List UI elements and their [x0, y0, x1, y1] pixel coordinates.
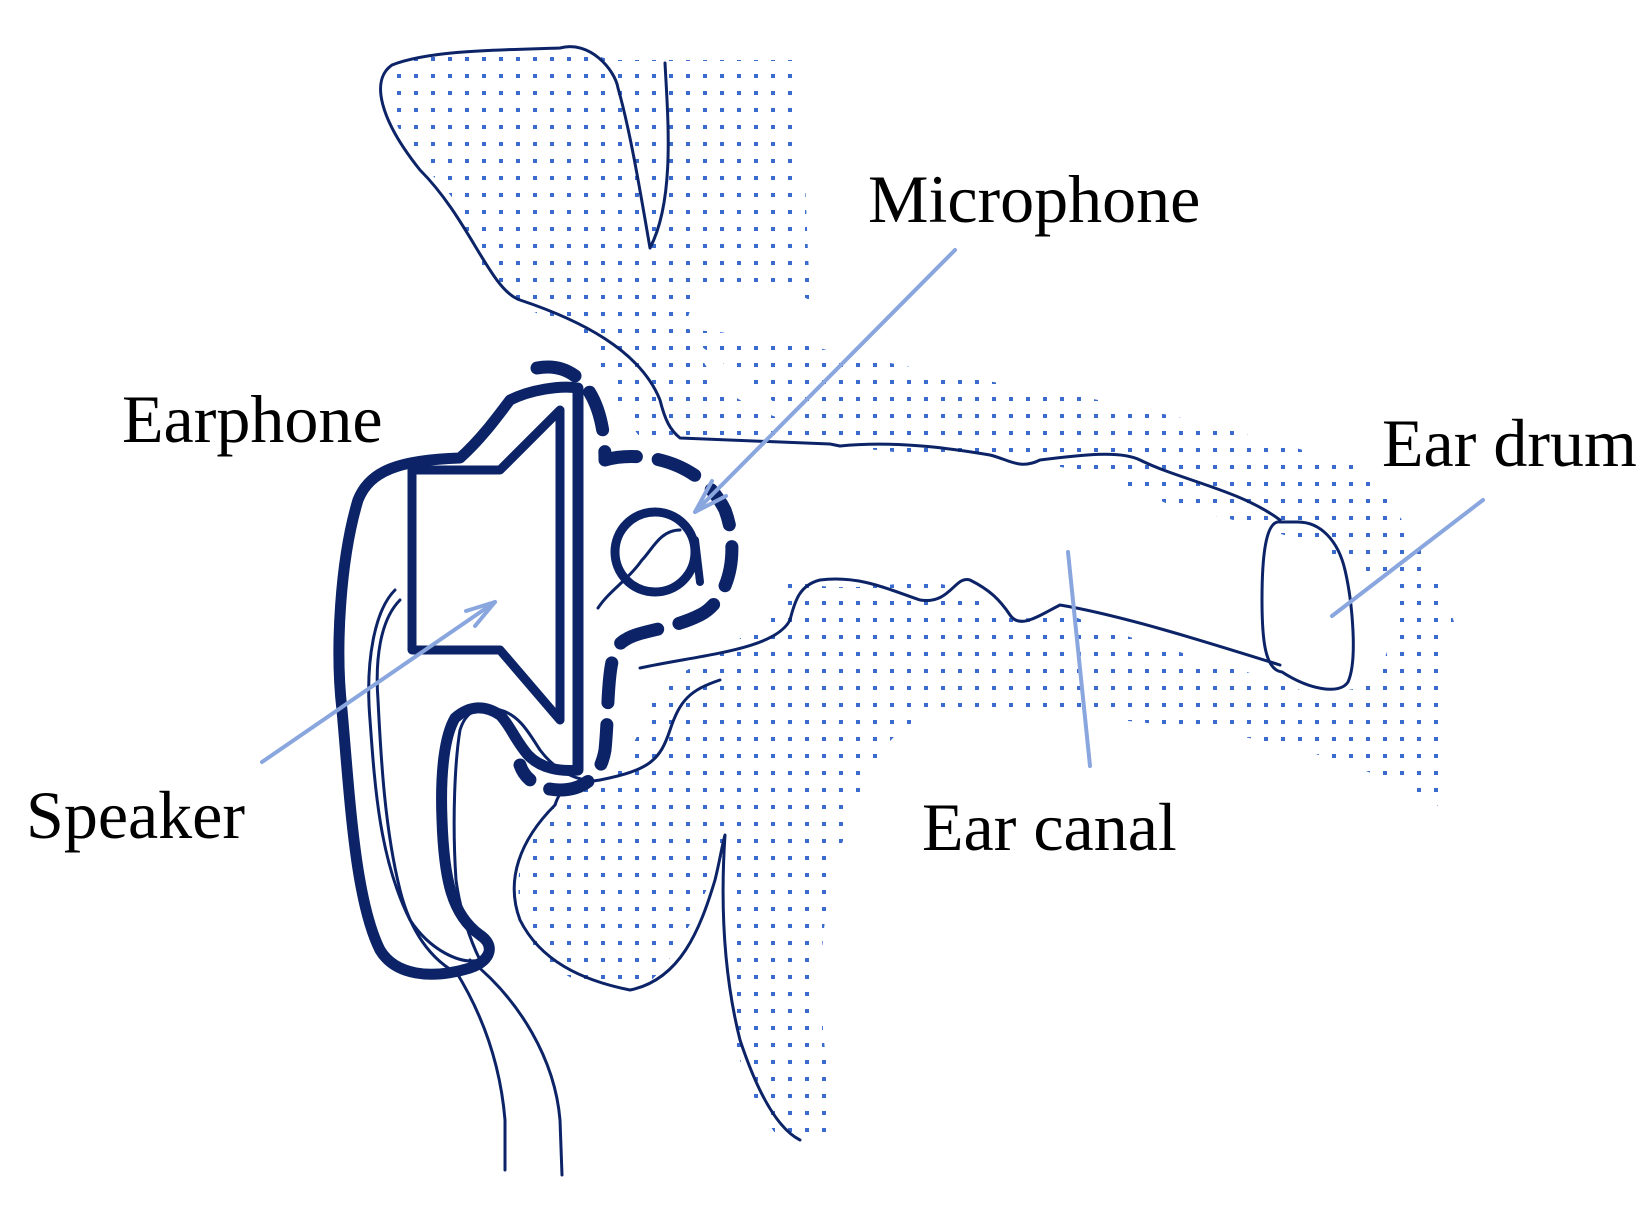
cable-outline-b	[468, 958, 564, 1177]
pointers	[260, 248, 1485, 768]
ear-drum-label: Ear drum	[1382, 405, 1637, 481]
antitragus-outline	[512, 803, 802, 1142]
earphone-label: Earphone	[122, 381, 383, 457]
speaker-label: Speaker	[26, 777, 245, 853]
labels: Microphone Earphone Ear drum Speaker Ear…	[26, 161, 1637, 865]
lobule-inner-outline	[375, 598, 462, 977]
microphone-capsule	[610, 507, 700, 597]
microphone-pointer-head	[693, 479, 728, 514]
concha-inner-outline	[596, 528, 682, 610]
microphone-pointer-line	[693, 248, 957, 514]
speaker-cone	[407, 405, 565, 725]
ear-drum-outline	[1260, 520, 1355, 691]
speaker-pointer-head	[464, 600, 497, 628]
earphone-tip-dashed	[513, 360, 739, 797]
upper-auricle-fill	[390, 47, 880, 448]
canal-lower-outline	[638, 577, 1282, 670]
earphone-body	[333, 360, 739, 980]
microphone-stem	[691, 536, 704, 586]
tissue-regions	[390, 47, 1460, 1140]
microphone-label: Microphone	[868, 161, 1200, 237]
lower-ear-fill	[518, 580, 1445, 1140]
helix-outline	[379, 45, 842, 448]
cable-outline-a	[453, 968, 507, 1172]
ear-drum-pointer	[1330, 498, 1485, 618]
canal-upper-fill	[680, 330, 1460, 640]
ear-canal-pointer	[1066, 550, 1092, 768]
ear-canal-label: Ear canal	[922, 789, 1177, 865]
earphone-shell	[333, 381, 584, 980]
canal-upper-outline	[838, 442, 1282, 522]
speaker-pointer-line	[260, 600, 497, 764]
